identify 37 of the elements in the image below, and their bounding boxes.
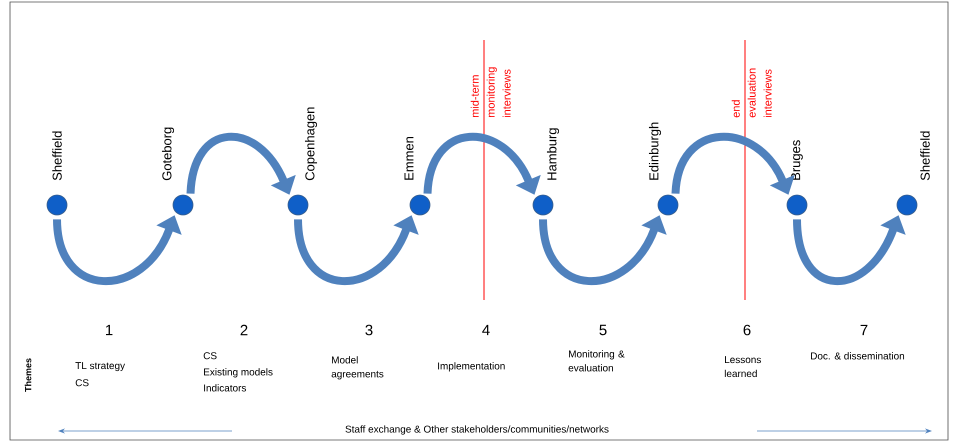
phase-number: 2 xyxy=(240,324,248,336)
circle-node xyxy=(658,194,678,216)
phase-number: 5 xyxy=(599,324,607,336)
city-label: Bruges xyxy=(791,140,803,180)
theme-text: Implementation xyxy=(438,362,505,372)
phase-number: 1 xyxy=(106,324,112,336)
circle-node xyxy=(46,194,68,216)
phase-number: 4 xyxy=(482,324,490,336)
interview-note: mid-term monitoring interviews xyxy=(470,67,511,118)
theme-text: TL strategy xyxy=(75,362,126,372)
phase-number: 3 xyxy=(365,324,372,336)
row-heading: Themes xyxy=(24,358,32,392)
theme-text: Indicators xyxy=(204,384,246,392)
theme-text: Model agreements xyxy=(332,356,384,380)
circle-node xyxy=(532,194,554,216)
theme-text: Monitoring & evaluation xyxy=(568,350,625,372)
phase-number: 7 xyxy=(860,324,868,336)
phase-number: 6 xyxy=(744,324,750,336)
interview-note: end evaluation interviews xyxy=(732,68,772,118)
circle-node xyxy=(786,194,808,216)
theme-text: CS xyxy=(76,379,89,386)
city-label: Edinburgh xyxy=(648,122,662,180)
city-label: Sheffield xyxy=(920,131,930,180)
theme-text: CS xyxy=(204,352,217,360)
theme-text: Doc. & dissemination xyxy=(811,352,904,360)
circle-node xyxy=(288,194,308,216)
circle-node xyxy=(410,194,430,216)
circle-node xyxy=(172,194,194,216)
city-label: Emmen xyxy=(404,137,414,180)
city-label: Hamburg xyxy=(546,128,560,180)
city-label: Goteborg xyxy=(162,128,174,180)
circle-node xyxy=(896,194,918,216)
theme-text: Existing models xyxy=(204,368,273,378)
footer-text: Staff exchange & Other stakeholders/communities/networks xyxy=(345,425,609,435)
city-label: Sheffield xyxy=(52,131,62,180)
city-label: Copenhagen xyxy=(304,107,318,180)
theme-text: Lessons learned xyxy=(724,356,761,378)
